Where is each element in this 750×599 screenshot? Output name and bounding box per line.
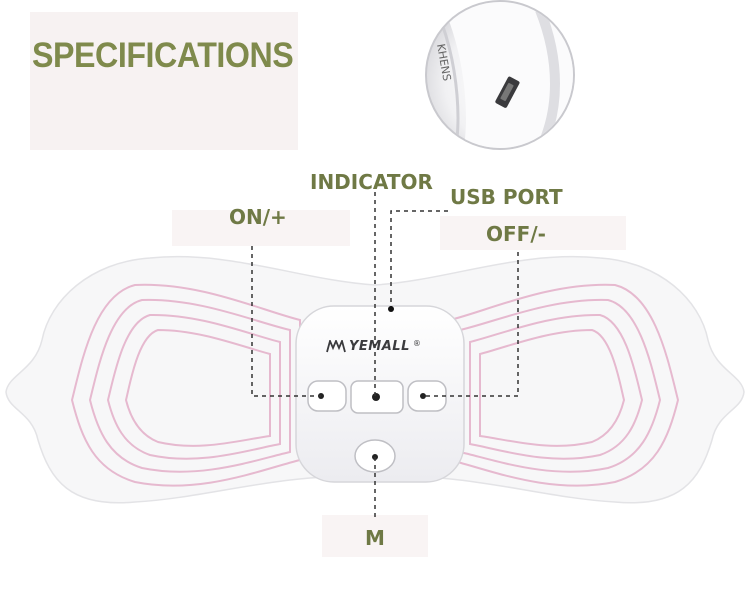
brand-mark-icon [326,340,346,353]
label-usb-port: USB PORT [450,185,563,209]
registered-mark: ® [412,339,421,348]
leader-lines [251,192,519,520]
usb-port-closeup: KHENS [425,0,575,150]
svg-text:KHENS: KHENS [434,43,453,82]
title-background [30,12,298,150]
brand-name: YEMALL [349,339,410,354]
brand-logo: YEMALL ® [326,339,421,354]
on-plus-button[interactable] [307,380,347,412]
label-indicator: INDICATOR [310,170,433,194]
page-title: SPECIFICATIONS [32,36,294,75]
label-backdrop-right [440,216,626,250]
label-backdrop-left [172,210,350,246]
leader-dots [388,306,394,312]
indicator-light [350,380,404,414]
mode-button[interactable] [354,439,396,473]
label-backdrop-bottom [322,515,428,557]
label-m: M [365,526,385,550]
label-off-minus: OFF/- [486,222,546,246]
label-on-plus: ON/+ [229,205,287,229]
